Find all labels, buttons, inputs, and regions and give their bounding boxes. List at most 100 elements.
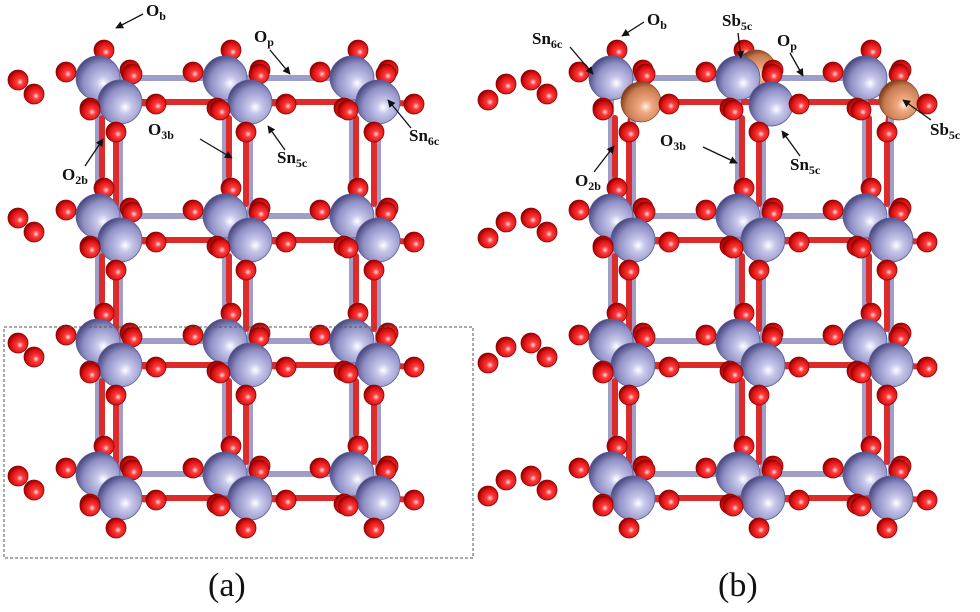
sn-atom <box>97 342 143 388</box>
o-atom <box>876 517 898 539</box>
o-atom <box>722 495 744 517</box>
o-atom <box>748 384 770 406</box>
sn-atom <box>610 217 656 263</box>
o-atom <box>520 69 542 91</box>
o-atom <box>876 121 898 143</box>
o-atom <box>722 99 744 121</box>
label-sb-5c-top: Sb5c <box>722 11 753 59</box>
o-atom <box>536 83 558 105</box>
o-atom <box>105 384 127 406</box>
label-sn-5c-text: Sn5c <box>790 155 821 177</box>
label-o-2b: O2b <box>575 145 615 193</box>
o-atom <box>695 324 717 346</box>
o-atom <box>592 495 614 517</box>
o-atom <box>403 356 425 378</box>
o-atom <box>822 457 844 479</box>
o-atom <box>658 93 680 115</box>
o-atom <box>618 517 640 539</box>
o-atom <box>363 384 385 406</box>
label-o-b: Ob <box>115 1 166 29</box>
panel-b-structure: Sn6c Ob Sb5c Op Sb5c O2b O3b Sn5c <box>520 10 961 604</box>
o-atom <box>337 495 359 517</box>
sb-atom <box>620 81 662 123</box>
o-atom <box>79 495 101 517</box>
o-atom <box>105 121 127 143</box>
label-sn-5c-text: Sn5c <box>277 148 308 170</box>
label-sb-5c-top-text: Sb5c <box>722 11 753 33</box>
o-atom <box>477 89 499 111</box>
label-sn-5c: Sn5c <box>781 130 821 177</box>
o-atom <box>495 211 517 233</box>
o-atom <box>788 231 810 253</box>
o-atom <box>477 352 499 374</box>
label-o-2b-text: O2b <box>575 171 601 193</box>
o-atom <box>7 69 29 91</box>
label-o-3b-text: O3b <box>660 131 686 153</box>
sn-atom <box>842 55 888 101</box>
o-atom <box>403 489 425 511</box>
label-o-p: Op <box>254 27 291 75</box>
o-atom <box>822 199 844 221</box>
o-atom <box>105 517 127 539</box>
sn-atom <box>740 342 786 388</box>
o-atom <box>722 237 744 259</box>
o-atom <box>23 479 45 501</box>
panel-b-caption: (b) <box>718 567 758 604</box>
o-atom <box>337 362 359 384</box>
label-o-2b-text: O2b <box>62 165 88 187</box>
label-sb-5c-right: Sb5c <box>902 99 961 142</box>
o-atom <box>55 457 77 479</box>
o-atom <box>79 99 101 121</box>
o-atom <box>568 199 590 221</box>
o-atom <box>788 489 810 511</box>
o-atom <box>520 465 542 487</box>
o-atom <box>761 63 783 85</box>
panel-a-structure: Ob Op O3b O2b Sn5c Sn6c (a) <box>3 1 517 604</box>
label-o-2b: O2b <box>62 138 104 187</box>
label-sn-6c: Sn6c <box>532 29 594 75</box>
o-atom <box>23 221 45 243</box>
sn-atom <box>748 81 794 127</box>
label-sn-6c: Sn6c <box>387 99 440 148</box>
label-o-p-text: Op <box>254 27 274 49</box>
o-atom <box>55 199 77 221</box>
o-atom <box>182 199 204 221</box>
o-atom <box>209 99 231 121</box>
o-atom <box>695 457 717 479</box>
o-atom <box>788 356 810 378</box>
o-atom <box>568 324 590 346</box>
o-atom <box>634 63 656 85</box>
o-atom <box>748 259 770 281</box>
o-atom <box>363 121 385 143</box>
o-atom <box>309 324 331 346</box>
o-atom <box>536 346 558 368</box>
o-atom <box>309 199 331 221</box>
o-atom <box>79 237 101 259</box>
label-sn-6c-text: Sn6c <box>532 29 563 51</box>
sn-atom <box>740 217 786 263</box>
o-atom <box>337 99 359 121</box>
o-atom <box>105 259 127 281</box>
sn-atom <box>227 342 273 388</box>
o-atom <box>916 489 938 511</box>
o-atom <box>520 207 542 229</box>
sn-atom <box>97 217 143 263</box>
label-o-p-text: Op <box>777 31 797 53</box>
o-atom <box>495 469 517 491</box>
sn-atom <box>868 475 914 521</box>
o-atom <box>658 489 680 511</box>
o-atom <box>618 259 640 281</box>
o-atom <box>536 221 558 243</box>
label-o-b: Ob <box>621 10 667 37</box>
sn-atom <box>868 217 914 263</box>
o-atom <box>748 121 770 143</box>
o-atom <box>55 61 77 83</box>
o-atom <box>403 93 425 115</box>
label-o-b-text: Ob <box>647 10 667 32</box>
o-atom <box>23 83 45 105</box>
o-atom <box>850 99 872 121</box>
label-o-3b: O3b <box>148 120 233 159</box>
label-sn-5c: Sn5c <box>267 125 308 170</box>
sn-atom <box>588 55 634 101</box>
o-atom <box>592 237 614 259</box>
